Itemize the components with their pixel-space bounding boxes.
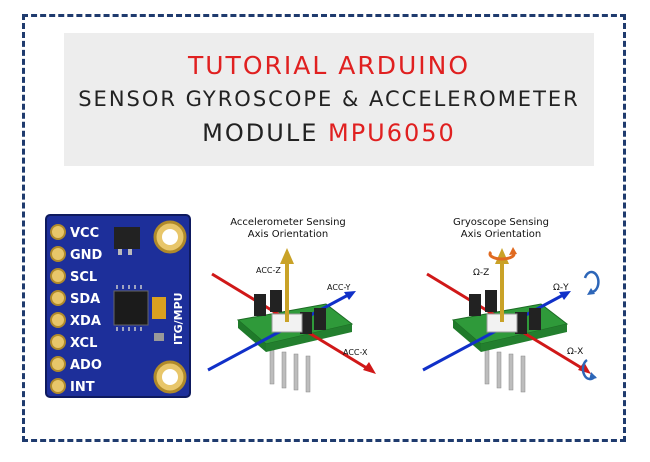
gyro-title-line-2: Axis Orientation <box>461 229 541 240</box>
pin-label-xda: XDA <box>70 314 101 329</box>
title-box: TUTORIAL ARDUINO SENSOR GYROSCOPE & ACCE… <box>64 33 594 166</box>
pin-label-ado: ADO <box>70 358 102 373</box>
dashed-frame <box>22 14 626 442</box>
pin-label-vcc: VCC <box>70 226 99 241</box>
pin-label-scl: SCL <box>70 270 97 285</box>
title-line-3: MODULE MPU6050 <box>64 119 594 147</box>
gyro-title-line-1: Gryoscope Sensing <box>453 217 549 228</box>
accelerometer-axis-diagram: Accelerometer Sensing Axis Orientation A… <box>207 217 376 393</box>
accel-title-line-1: Accelerometer Sensing <box>230 217 346 228</box>
gyro-label-y: Ω-Y <box>553 283 569 293</box>
gyro-label-x: Ω-X <box>567 347 583 357</box>
accel-label-z: ACC-Z <box>256 266 281 275</box>
accel-label-y: ACC-Y <box>327 283 350 292</box>
title-line-2: SENSOR GYROSCOPE & ACCELEROMETER <box>78 87 580 111</box>
pin-label-int: INT <box>70 380 95 395</box>
mpu6050-board-image: VCC GND SCL SDA XDA XCL ADO INT ITG/MPU <box>45 214 191 398</box>
gyroscope-axis-diagram: Gryoscope Sensing Axis Orientation Ω-Z Ω… <box>422 217 600 393</box>
title-line-3-highlight: MPU6050 <box>327 119 456 147</box>
accel-label-x: ACC-X <box>343 348 368 357</box>
pin-label-xcl: XCL <box>70 336 97 351</box>
accel-title-line-2: Axis Orientation <box>248 229 328 240</box>
title-line-1: TUTORIAL ARDUINO <box>187 51 470 80</box>
gyro-label-z: Ω-Z <box>473 268 489 278</box>
pin-label-gnd: GND <box>70 248 103 263</box>
title-line-3-prefix: MODULE <box>202 119 328 147</box>
board-side-label: ITG/MPU <box>172 292 185 345</box>
pin-label-sda: SDA <box>70 292 100 307</box>
